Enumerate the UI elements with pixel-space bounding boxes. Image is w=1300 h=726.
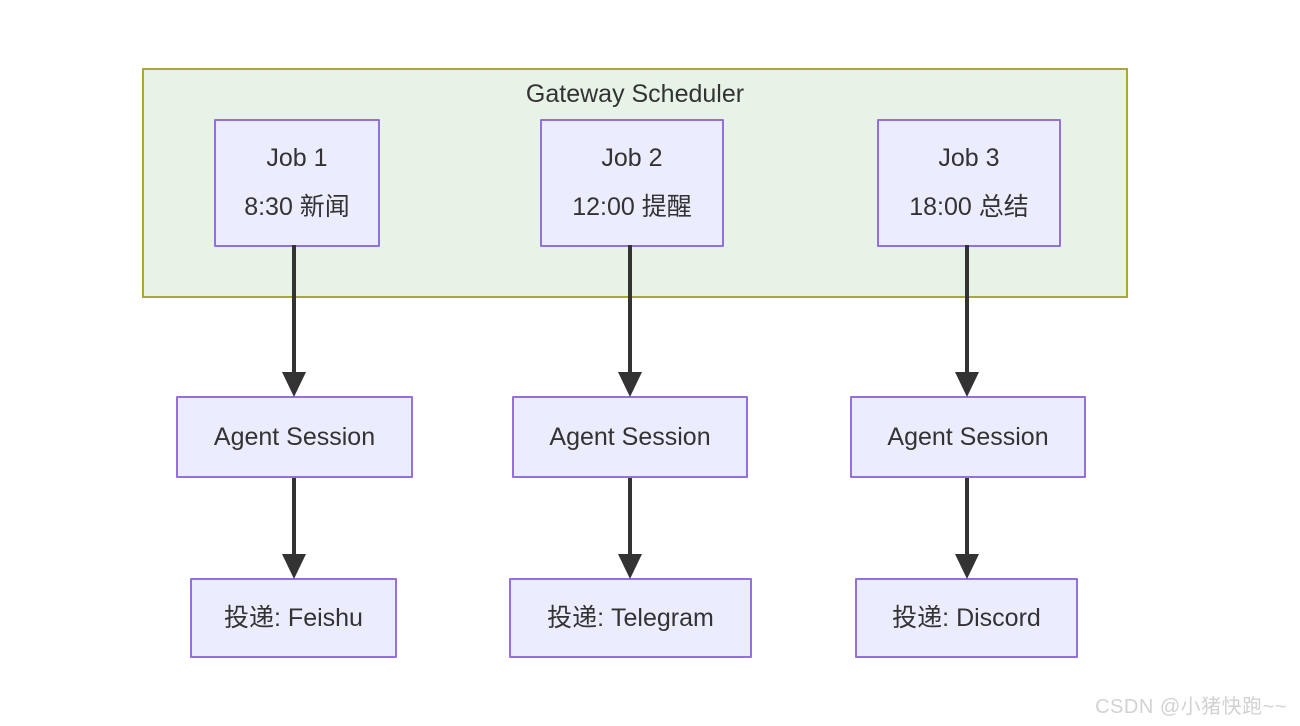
arrow-head-icon <box>955 372 979 397</box>
job3-name: Job 3 <box>938 144 1000 173</box>
arrow-head-icon <box>282 372 306 397</box>
job3-node: Job 3 18:00 总结 <box>877 119 1061 247</box>
job1-schedule: 8:30 新闻 <box>244 193 350 221</box>
arrow-job1-to-session1 <box>282 245 306 397</box>
arrow-head-icon <box>618 554 642 579</box>
arrow-session2-to-delivery2 <box>618 478 642 579</box>
arrow-shaft <box>965 478 969 557</box>
delivery-feishu-label: 投递: Feishu <box>224 603 363 632</box>
job2-schedule: 12:00 提醒 <box>572 193 692 221</box>
delivery-discord-label: 投递: Discord <box>892 603 1041 632</box>
arrow-session3-to-delivery3 <box>955 478 979 579</box>
arrow-shaft <box>965 245 969 375</box>
gateway-scheduler-group: Gateway Scheduler Job 1 8:30 新闻 Job 2 12… <box>142 68 1128 298</box>
agent-session3-node: Agent Session <box>850 396 1086 478</box>
delivery-feishu-node: 投递: Feishu <box>190 578 397 658</box>
arrow-job2-to-session2 <box>618 245 642 397</box>
arrow-shaft <box>292 245 296 375</box>
agent-session3-label: Agent Session <box>887 422 1049 451</box>
agent-session1-node: Agent Session <box>176 396 413 478</box>
job2-node: Job 2 12:00 提醒 <box>540 119 724 247</box>
arrow-shaft <box>628 478 632 557</box>
arrow-head-icon <box>282 554 306 579</box>
delivery-telegram-node: 投递: Telegram <box>509 578 752 658</box>
arrow-session1-to-delivery1 <box>282 478 306 579</box>
arrow-job3-to-session3 <box>955 245 979 397</box>
arrow-shaft <box>628 245 632 375</box>
job3-schedule: 18:00 总结 <box>909 193 1029 221</box>
arrow-head-icon <box>955 554 979 579</box>
csdn-watermark: CSDN @小猪快跑~~ <box>1095 696 1287 718</box>
group-title: Gateway Scheduler <box>525 80 745 108</box>
job1-name: Job 1 <box>266 144 328 173</box>
agent-session1-label: Agent Session <box>213 422 376 451</box>
job2-name: Job 2 <box>601 144 663 173</box>
delivery-telegram-label: 投递: Telegram <box>547 603 714 632</box>
delivery-discord-node: 投递: Discord <box>855 578 1078 658</box>
arrow-head-icon <box>618 372 642 397</box>
arrow-shaft <box>292 478 296 557</box>
agent-session2-label: Agent Session <box>549 422 711 451</box>
agent-session2-node: Agent Session <box>512 396 748 478</box>
job1-node: Job 1 8:30 新闻 <box>214 119 380 247</box>
